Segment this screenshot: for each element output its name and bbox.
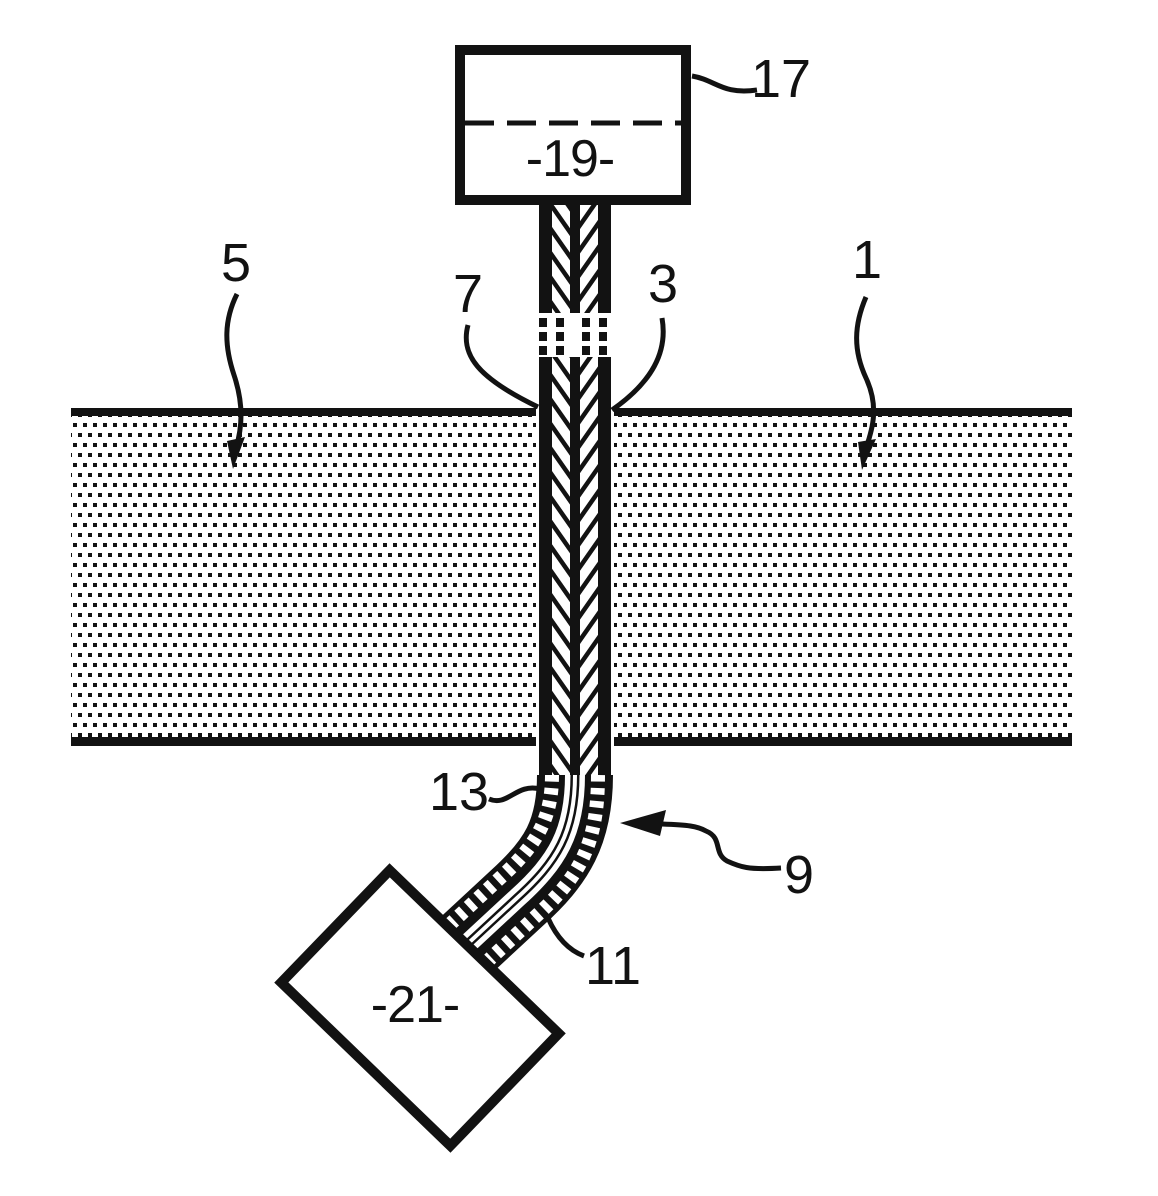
ref-label-5: 5 (221, 233, 251, 293)
conduit-break (534, 313, 616, 357)
leader-17 (691, 73, 758, 94)
arrowhead-5 (227, 437, 245, 469)
conduit-bend-right-band-rungs (459, 774, 605, 989)
conduit-vertical (534, 203, 616, 775)
ref-label-1: 1 (852, 230, 882, 290)
conduit-left-wall (539, 203, 552, 775)
conduit-break-dots (539, 318, 607, 355)
arrowhead-9 (620, 810, 666, 836)
upper-equipment-box: -19- (455, 45, 691, 205)
leader-9 (661, 821, 782, 872)
lower-box-outline (274, 863, 566, 1153)
lower-equipment-box: -21- (274, 863, 566, 1153)
lower-box-label: -21- (371, 976, 459, 1034)
ref-label-17: 17 (751, 49, 811, 109)
leader-3 (610, 317, 666, 413)
ref-label-3: 3 (648, 254, 678, 314)
conduit-core-band (570, 203, 580, 775)
reference-numerals: 17 5 7 3 1 13 9 11 (221, 49, 882, 996)
ref-label-11: 11 (585, 936, 641, 996)
upper-box-label: -19- (526, 130, 614, 188)
conduit-right-wall (598, 203, 611, 775)
conduit-bend-inner-tube-bore (446, 774, 577, 964)
leader-13 (488, 785, 541, 804)
ref-label-9: 9 (784, 845, 814, 905)
leader-5 (224, 292, 244, 449)
leader-7 (463, 324, 540, 410)
conduit-right-channel-hatch (580, 203, 598, 775)
leader-lines (224, 73, 877, 959)
conduit-bend-left-band-rungs (427, 774, 559, 947)
conduit-bend (422, 774, 613, 990)
conduit-left-channel-hatch (552, 203, 570, 775)
arrowhead-1 (858, 439, 876, 470)
leader-1 (854, 296, 877, 449)
ref-label-13: 13 (429, 762, 489, 822)
leader-11 (545, 916, 585, 959)
ref-label-7: 7 (453, 264, 483, 324)
